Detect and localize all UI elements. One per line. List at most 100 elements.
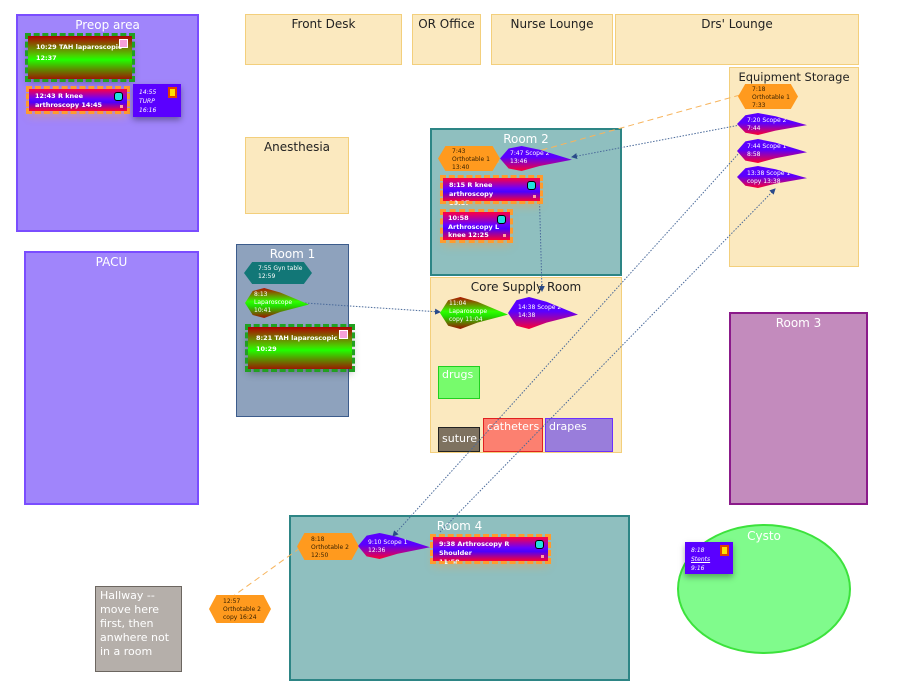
tag-line: Laparoscope	[449, 308, 488, 315]
room-title: Anesthesia	[263, 140, 331, 154]
room-title: Cysto	[747, 529, 781, 543]
tag-line: copy 11:04	[449, 316, 483, 323]
room-title: PACU	[95, 255, 128, 269]
supply-drugs[interactable]: drugs	[438, 366, 480, 399]
case-card[interactable]: 10:58 Arthroscopy L knee 12:25	[440, 209, 513, 243]
room-drs-lounge[interactable]: Drs' Lounge	[615, 14, 859, 65]
case-card[interactable]: 8:18 Stents 9:16	[685, 542, 733, 574]
tag-line: 7:43	[452, 148, 466, 155]
case-line: 8:21 TAH laparoscopic	[256, 334, 338, 342]
room-title: Equipment Storage	[738, 70, 850, 84]
tag-line: Orthotable 2	[311, 544, 349, 551]
status-icon	[527, 181, 536, 190]
flag-icon	[168, 87, 177, 98]
tag-line: 7:44 Scope 1	[747, 143, 787, 150]
tag-line: 8:13	[254, 291, 268, 298]
room-title: Preop area	[75, 18, 140, 32]
tag-line: Orthotable 2	[223, 606, 261, 613]
case-card[interactable]: 8:15 R knee arthroscopy 10:17	[440, 175, 543, 207]
case-line: Stents	[691, 556, 711, 563]
flag-icon	[720, 545, 729, 556]
tag-line: 10:41	[254, 307, 272, 314]
resize-handle[interactable]	[541, 555, 544, 558]
room-front-desk[interactable]: Front Desk	[245, 14, 402, 65]
resize-handle[interactable]	[533, 195, 536, 198]
supply-label: drugs	[442, 368, 474, 381]
room-3[interactable]: Room 3	[729, 312, 868, 505]
case-line: 8:15 R knee arthroscopy	[449, 181, 494, 198]
tag-line: 7:33	[752, 102, 766, 109]
tag-line: 12:50	[311, 552, 329, 559]
supply-drapes[interactable]: drapes	[545, 418, 613, 452]
case-line: 10:29	[256, 345, 277, 353]
tag-line: 14:38	[518, 312, 536, 319]
case-line: 10:29 TAH laparoscopic	[36, 43, 122, 51]
room-nurse-lounge[interactable]: Nurse Lounge	[491, 14, 613, 65]
case-line: 16:16	[139, 107, 157, 114]
tag-line: 8:58	[747, 151, 761, 158]
case-card[interactable]: 9:38 Arthroscopy R Shoulder 11:58	[430, 534, 551, 566]
equipment-tag[interactable]: 7:55 Gyn table 12:59	[244, 262, 312, 284]
supply-label: catheters	[487, 420, 540, 433]
room-title: OR Office	[418, 17, 475, 31]
room-title: Room 4	[436, 519, 483, 533]
room-title: Core Supply Room	[470, 280, 582, 294]
tag-line: 11:04	[449, 300, 467, 307]
tag-line: copy 16:24	[223, 614, 257, 621]
status-icon	[535, 540, 544, 549]
case-line: 14:55	[139, 89, 157, 96]
tag-line: 7:55 Gyn table	[258, 265, 303, 272]
case-card[interactable]: 14:55 TURP 16:16	[133, 84, 181, 117]
status-icon	[114, 92, 123, 101]
resize-handle[interactable]	[120, 105, 123, 108]
room-title: Room 1	[269, 247, 316, 261]
case-line: 9:16	[691, 565, 705, 572]
tag-line: 14:38 Scope 2	[518, 304, 562, 311]
case-line: 8:18	[691, 547, 705, 554]
case-card[interactable]: 12:43 R knee arthroscopy 14:45	[26, 86, 130, 114]
hallway-label: Hallway -- move here first, then anwhere…	[100, 589, 170, 658]
room-pacu[interactable]: PACU	[24, 251, 199, 505]
room-anesthesia[interactable]: Anesthesia	[245, 137, 349, 214]
tag-line: 9:10 Scope 1	[368, 539, 408, 546]
tag-line: 13:40	[452, 164, 470, 171]
case-line: 10:58	[448, 214, 469, 222]
room-title: Room 2	[503, 132, 549, 146]
case-card[interactable]: 10:29 TAH laparoscopic 12:37	[25, 33, 135, 82]
room-hallway[interactable]: Hallway -- move here first, then anwhere…	[95, 586, 182, 672]
tag-line: copy 13:38	[747, 178, 781, 185]
equipment-tag[interactable]: 7:43 Orthotable 1 13:40	[438, 146, 500, 171]
supply-label: suture	[442, 432, 478, 445]
tag-line: Laparoscope	[254, 299, 293, 306]
room-title: Front Desk	[291, 17, 356, 31]
tag-line: 7:20 Scope 2	[747, 117, 787, 124]
tag-line: Orthotable 1	[752, 94, 790, 101]
tag-line: 12:57	[223, 598, 241, 605]
supply-suture[interactable]: suture	[438, 427, 480, 452]
equipment-tag[interactable]: 12:57 Orthotable 2 copy 16:24	[209, 595, 271, 623]
case-line: 10:17	[449, 199, 470, 207]
room-title: Room 3	[775, 316, 822, 330]
tag-line: Orthotable 1	[452, 156, 490, 163]
case-line: 12:37	[36, 54, 57, 62]
tag-line: 7:44	[747, 125, 761, 132]
case-line: 12:43 R knee	[35, 92, 83, 100]
tag-line: 12:36	[368, 547, 386, 554]
status-icon	[497, 215, 506, 224]
case-line: Arthroscopy L	[448, 222, 500, 231]
equipment-tag[interactable]: 8:18 Orthotable 2 12:50	[297, 533, 359, 560]
room-or-office[interactable]: OR Office	[412, 14, 481, 65]
case-line: knee 12:25	[448, 231, 489, 239]
room-title: Drs' Lounge	[701, 17, 773, 31]
tag-line: 7:18	[752, 86, 766, 93]
tag-line: 8:18	[311, 536, 325, 543]
supply-catheters[interactable]: catheters	[483, 418, 543, 452]
supply-label: drapes	[549, 420, 587, 433]
case-card[interactable]: 8:21 TAH laparoscopic 10:29	[245, 324, 355, 372]
equipment-tag[interactable]: 7:18 Orthotable 1 7:33	[738, 84, 798, 109]
tag-line: 12:59	[258, 273, 276, 280]
case-line: 9:38 Arthroscopy R Shoulder	[439, 540, 510, 557]
tag-line: 13:38 Scope 1	[747, 170, 791, 177]
resize-handle[interactable]	[503, 234, 506, 237]
patient-icon	[339, 330, 348, 339]
